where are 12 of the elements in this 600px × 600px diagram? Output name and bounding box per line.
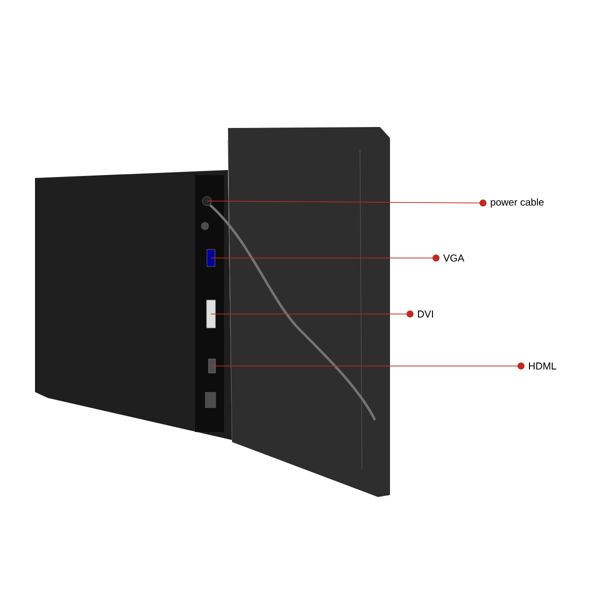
power-jack [202, 196, 212, 206]
port-label: HDML [529, 362, 556, 370]
leader-line [212, 362, 524, 370]
leader-line [206, 200, 486, 206]
connector-port [208, 358, 216, 374]
connector-port [206, 300, 216, 328]
leader-line [210, 254, 440, 262]
leader-line [210, 310, 414, 318]
port-label: power cable [490, 198, 544, 208]
port-label: DVI [418, 310, 433, 318]
port-label: VGA [443, 254, 464, 262]
connector-port [206, 249, 216, 267]
